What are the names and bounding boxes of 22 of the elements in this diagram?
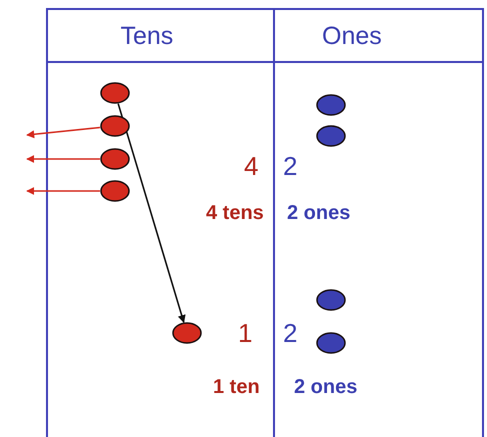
digit: 4	[244, 153, 258, 179]
arrow	[26, 155, 100, 163]
tens-counter	[172, 322, 202, 344]
tens-counter	[100, 180, 130, 202]
digit: 2	[283, 320, 298, 346]
arrow	[26, 187, 100, 195]
column-heading: Ones	[322, 24, 382, 49]
ones-counter	[316, 289, 346, 311]
ones-counter	[316, 332, 346, 354]
digit: 2	[283, 153, 298, 179]
tens-counter	[100, 115, 130, 137]
ones-counter	[316, 125, 346, 147]
place-value-text: 4 tens	[206, 203, 264, 223]
digit: 1	[238, 320, 252, 346]
arrow	[26, 126, 100, 138]
place-value-text: 2 ones	[287, 203, 350, 223]
tens-counter	[100, 82, 130, 104]
place-value-text: 1 ten	[213, 377, 260, 397]
column-heading: Tens	[120, 24, 174, 49]
tens-counter	[100, 148, 130, 170]
place-value-text: 2 ones	[294, 377, 358, 397]
ones-counter	[316, 94, 346, 116]
